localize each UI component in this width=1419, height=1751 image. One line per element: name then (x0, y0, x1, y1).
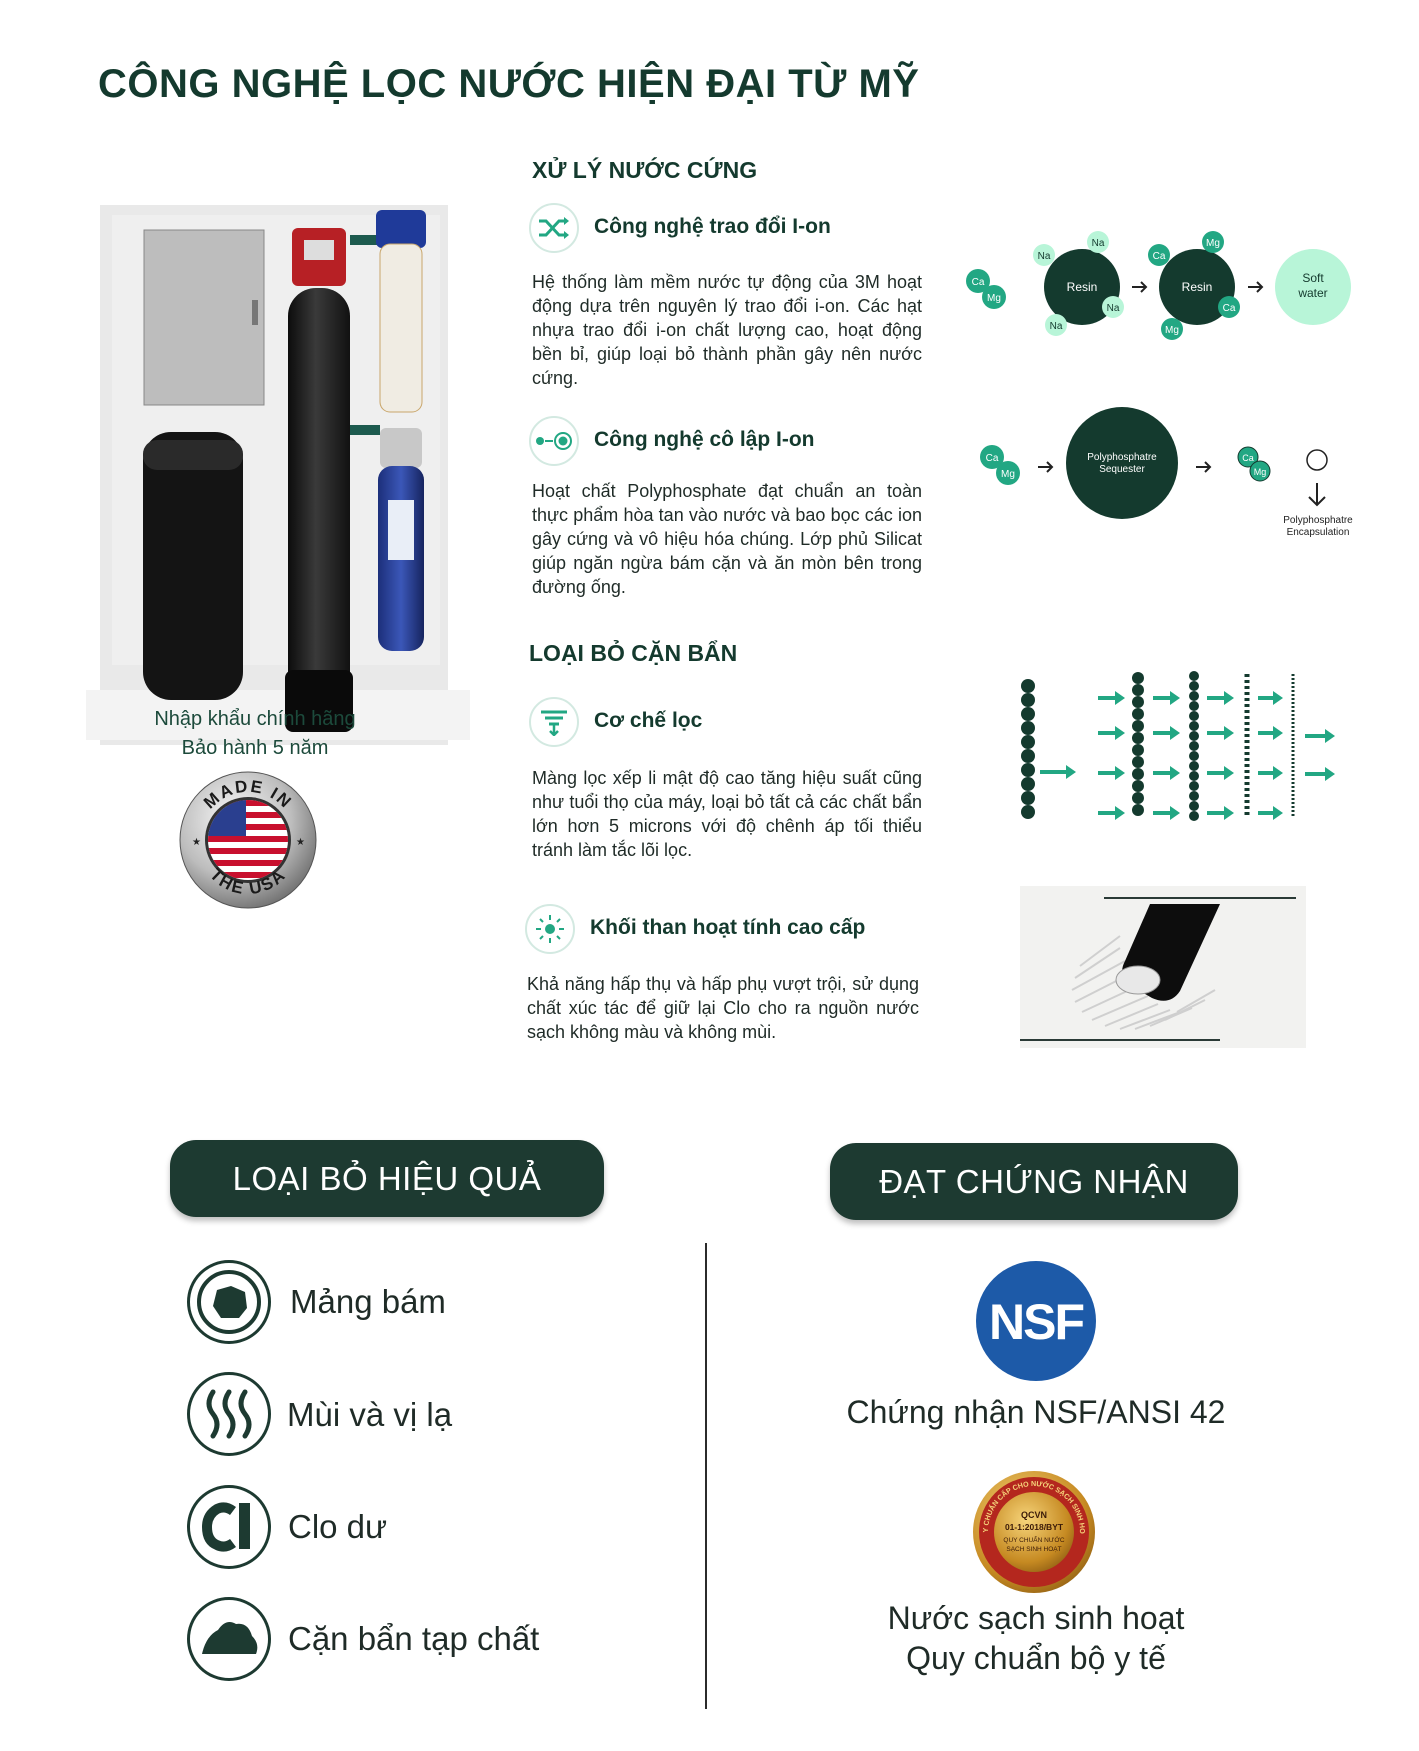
ion-exchange-text: Hệ thống làm mềm nước tự động của 3M hoạ… (532, 272, 922, 388)
encapsulation-label-2: Encapsulation (1287, 527, 1350, 538)
qcvn-seal: QUY CHUẨN CẤP CHO NƯỚC SẠCH SINH HOẠT QC… (969, 1463, 1096, 1594)
carbon-title: Khối than hoạt tính cao cấp (590, 916, 866, 939)
nsf-label: Chứng nhận NSF/ANSI 42 (846, 1394, 1226, 1430)
qcvn-label-line2: Quy chuẩn bộ y tế (906, 1640, 1166, 1676)
ion-exchange-title: Công nghệ trao đổi I-on (594, 215, 831, 238)
removal-label-odor: Mùi và vị lạ (287, 1396, 453, 1433)
ion-mg-3: Mg (1165, 325, 1179, 336)
sediment-icon (187, 1597, 271, 1681)
filter-title: Cơ chế lọc (594, 709, 703, 732)
resin-label-2: Resin (1182, 280, 1213, 294)
ion-mg: Mg (987, 293, 1001, 304)
sequester-label-2: Sequester (1099, 464, 1145, 475)
nsf-logo-text: NSF (989, 1294, 1083, 1350)
ion-exchange-diagram: Resin Resin Soft water Ca Mg Na Na Na Na… (960, 225, 1360, 345)
ion-mg-2: Mg (1206, 238, 1220, 249)
made-in-usa-badge: MADE IN THE USA ★ ★ (178, 770, 318, 910)
hard-water-heading: XỬ LÝ NƯỚC CỨNG (532, 157, 758, 183)
iso-ca-2: Ca (1242, 453, 1254, 463)
ion-ca-3: Ca (1223, 303, 1236, 314)
caption-genuine: Nhập khẩu chính hãng (154, 708, 356, 730)
iso-mg-2: Mg (1254, 467, 1267, 477)
ion-ca-2: Ca (1153, 251, 1166, 262)
shuffle-icon (529, 203, 579, 253)
encapsulation-label-1: Polyphosphatre (1283, 515, 1353, 526)
svg-text:★: ★ (192, 837, 201, 848)
soft-label-2: water (1297, 286, 1327, 300)
ion-na-3: Na (1107, 303, 1120, 314)
qcvn-label-line1: Nước sạch sinh hoạt (887, 1600, 1185, 1636)
nsf-logo: NSF (975, 1260, 1097, 1382)
section-divider (705, 1243, 707, 1709)
iso-mg: Mg (1001, 469, 1015, 480)
ion-isolation-icon (529, 416, 579, 466)
ion-na-4: Na (1050, 321, 1063, 332)
ion-na-2: Na (1092, 238, 1105, 249)
qcvn-line2: SẠCH SINH HOẠT (1006, 1546, 1061, 1553)
soft-label-1: Soft (1302, 271, 1324, 285)
qcvn-label: Nước sạch sinh hoạt Quy chuẩn bộ y tế (780, 1598, 1292, 1678)
qcvn-code: QCVN (1021, 1510, 1047, 1520)
ion-isolation-text: Hoạt chất Polyphosphate đạt chuẩn an toà… (532, 481, 922, 597)
ion-na-1: Na (1038, 251, 1051, 262)
ion-isolation-title: Công nghệ cô lập I-on (594, 428, 815, 451)
qcvn-standard: 01-1:2018/BYT (1005, 1522, 1064, 1532)
product-image (30, 170, 484, 755)
removal-heading: LOẠI BỎ HIỆU QUẢ (170, 1140, 604, 1217)
svg-text:★: ★ (296, 837, 305, 848)
resin-label-1: Resin (1067, 280, 1098, 294)
removal-label-plaque: Mảng bám (290, 1283, 446, 1320)
chlorine-icon (187, 1485, 271, 1569)
filter-text: Màng lọc xếp li mật độ cao tăng hiệu suấ… (532, 768, 922, 860)
iso-ca: Ca (986, 453, 999, 464)
filtration-diagram (1010, 668, 1340, 838)
removal-label-chlorine: Clo dư (288, 1508, 388, 1545)
ion-isolation-diagram: Ca Mg Polyphosphatre Sequester Ca Mg Pol… (970, 405, 1360, 545)
sequester-label-1: Polyphosphatre (1087, 452, 1157, 463)
carbon-text: Khả năng hấp thụ và hấp phụ vượt trội, s… (527, 974, 919, 1042)
sediment-heading: LOẠI BỎ CẶN BẨN (529, 640, 738, 666)
certification-heading: ĐẠT CHỨNG NHẬN (830, 1143, 1238, 1220)
product-caption: Nhập khẩu chính hãng Bảo hành 5 năm (120, 705, 390, 763)
plaque-icon (187, 1260, 271, 1344)
ion-ca: Ca (972, 277, 985, 288)
filter-icon (529, 697, 579, 747)
removal-label-sediment: Cặn bẩn tạp chất (288, 1620, 540, 1657)
carbon-block-image (1020, 886, 1306, 1048)
qcvn-line1: QUY CHUẨN NƯỚC (1003, 1535, 1065, 1544)
carbon-block-icon (525, 904, 575, 954)
page-title: CÔNG NGHỆ LỌC NƯỚC HIỆN ĐẠI TỪ MỸ (98, 62, 920, 106)
odor-icon (187, 1372, 271, 1456)
caption-warranty: Bảo hành 5 năm (181, 737, 329, 759)
